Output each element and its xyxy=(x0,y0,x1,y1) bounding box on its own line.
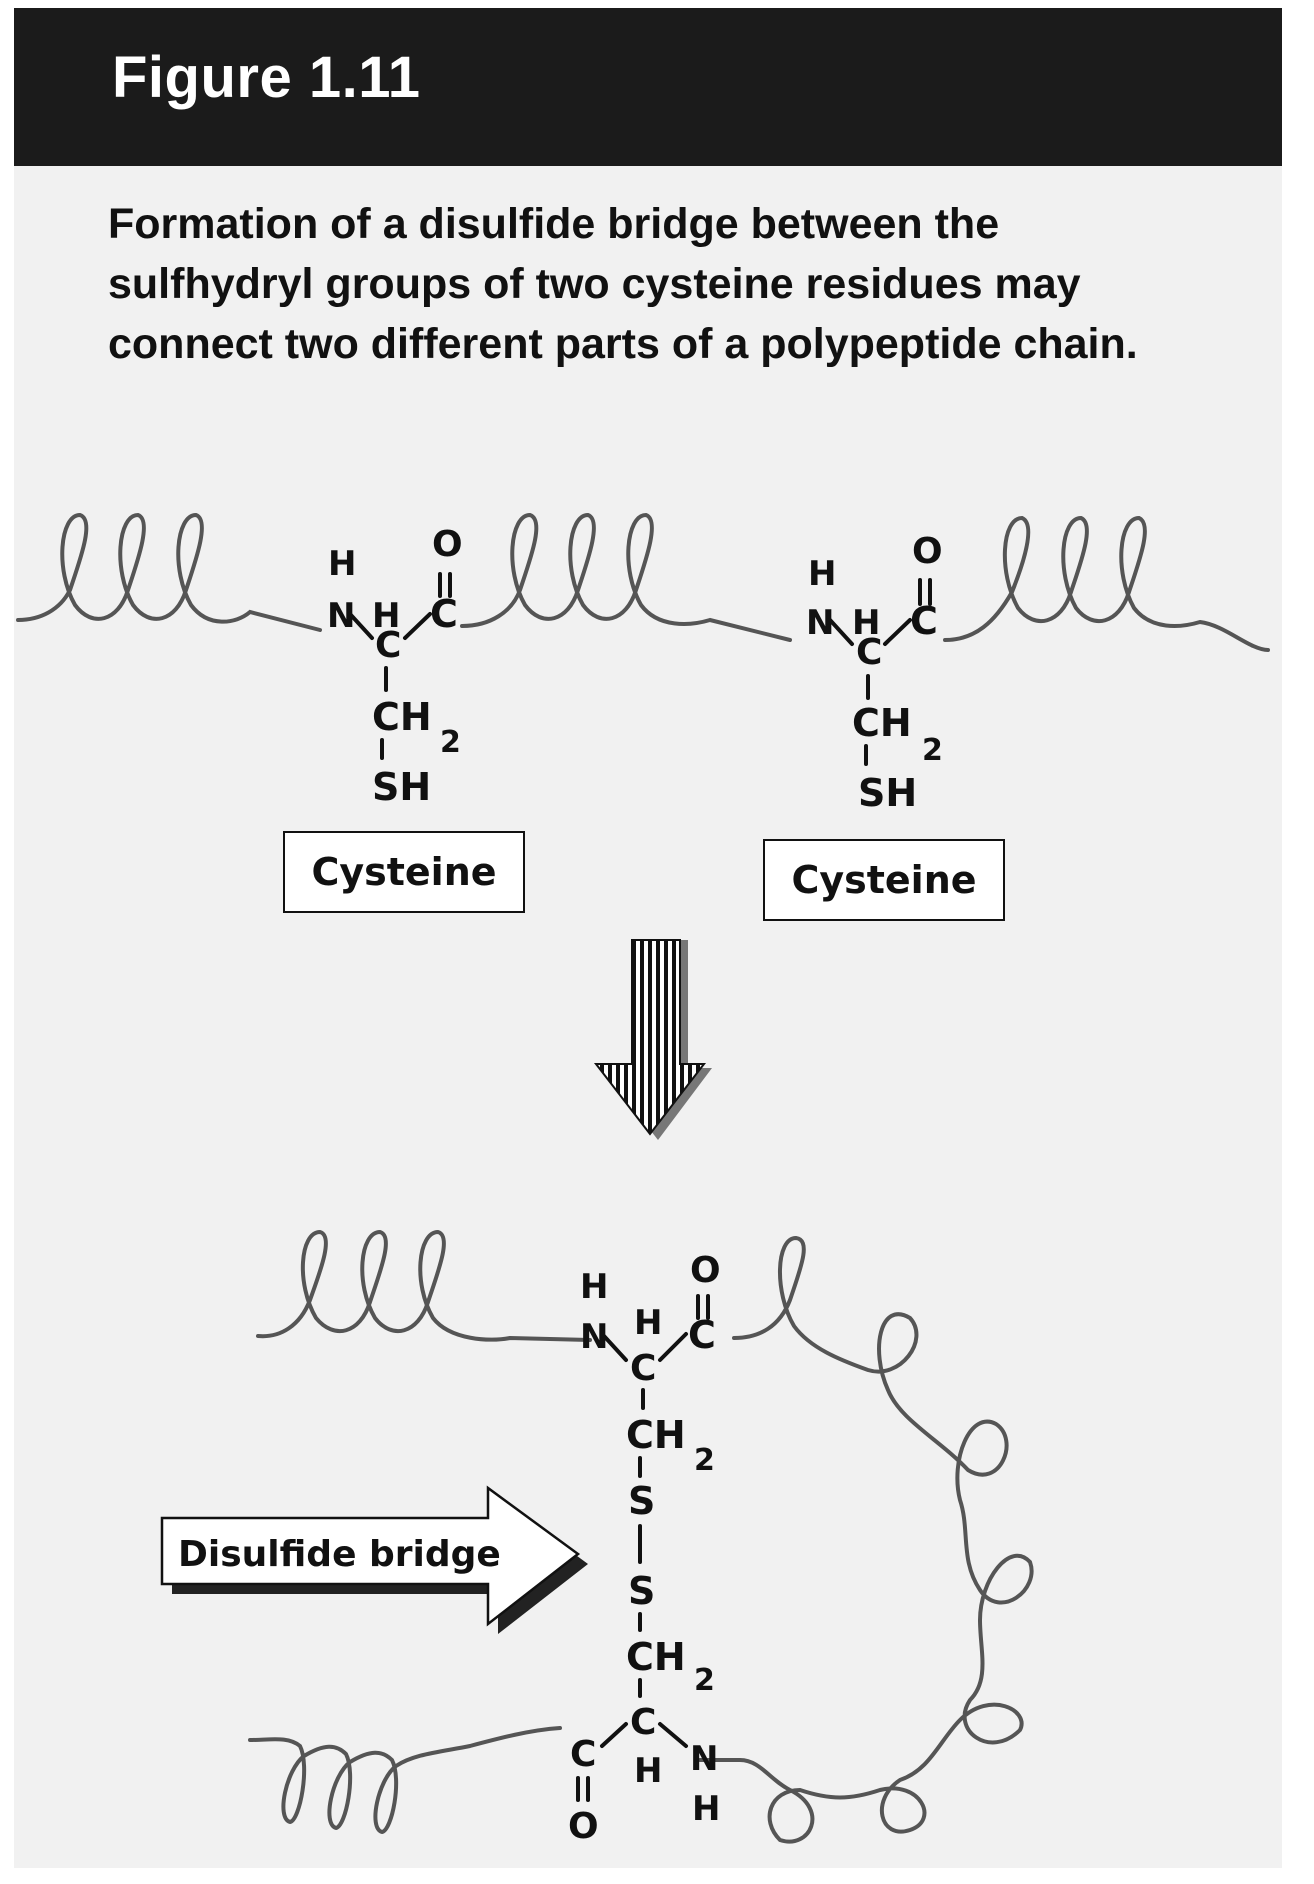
amide-h: H xyxy=(808,554,836,594)
amide-h: H xyxy=(328,544,356,584)
coil-segment-bottom-loop xyxy=(698,1235,1034,1844)
top-carbonyl-c: C xyxy=(688,1313,716,1357)
lower-sulfur: S xyxy=(628,1569,655,1613)
ch2-group: CH xyxy=(372,695,432,739)
cysteine-left-structure: H N H C O C CH 2 SH xyxy=(327,524,463,809)
bottom-carbonyl-c: C xyxy=(570,1734,596,1775)
upper-subscript-2: 2 xyxy=(694,1443,715,1478)
coil-segment-bottom-lower-left xyxy=(248,1726,562,1835)
top-alpha-c: C xyxy=(630,1348,656,1389)
caption-line: sulfhydryl groups of two cysteine residu… xyxy=(108,260,1081,308)
bridged-cystine-structure: H N H C O C CH 2 S S CH 2 C C O H N H xyxy=(568,1250,721,1847)
reaction-down-arrow xyxy=(593,939,712,1140)
ch2-group: CH xyxy=(852,701,912,745)
coil-segment-bottom-upper-left xyxy=(256,1229,592,1342)
cysteine-right-structure: H N H C O C CH 2 SH xyxy=(806,531,943,815)
bottom-carbonyl-o: O xyxy=(568,1806,599,1847)
figure-title-bar xyxy=(14,8,1282,166)
alpha-h: H xyxy=(852,603,880,643)
upper-sulfur: S xyxy=(628,1479,655,1523)
carbonyl-c: C xyxy=(910,599,938,643)
cysteine-left-label: Cysteine xyxy=(311,850,496,894)
top-carbonyl-o: O xyxy=(690,1250,721,1291)
disulfide-bridge-callout: Disulfide bridge xyxy=(160,1485,588,1634)
carbonyl-o: O xyxy=(912,531,943,572)
coil-segment-top-2 xyxy=(460,512,792,642)
sulfhydryl-group: SH xyxy=(858,771,917,815)
alpha-c: C xyxy=(856,632,882,673)
bottom-alpha-c: C xyxy=(630,1702,656,1743)
caption-line: connect two different parts of a polypep… xyxy=(108,320,1138,368)
coil-segment-top-1 xyxy=(16,512,322,632)
figure-title: Figure 1.11 xyxy=(112,45,421,110)
alpha-c: C xyxy=(375,625,401,666)
bottom-alpha-h: H xyxy=(634,1751,662,1791)
carbonyl-c: C xyxy=(430,592,458,636)
amide-n: N xyxy=(806,603,834,643)
bottom-amide-n: N xyxy=(690,1739,718,1779)
cysteine-right-label: Cysteine xyxy=(791,858,976,902)
lower-ch2: CH xyxy=(626,1635,686,1679)
bottom-amide-h: H xyxy=(692,1789,720,1829)
top-alpha-h: H xyxy=(634,1303,662,1343)
cysteine-right-label-box: Cysteine xyxy=(763,839,1005,921)
subscript-2: 2 xyxy=(440,725,461,760)
top-amide-h: H xyxy=(580,1267,608,1307)
alpha-h: H xyxy=(372,596,400,636)
coil-segment-top-3 xyxy=(943,515,1270,652)
caption-line: Formation of a disulfide bridge between … xyxy=(108,200,1000,248)
subscript-2: 2 xyxy=(922,733,943,768)
cysteine-left-label-box: Cysteine xyxy=(283,831,525,913)
upper-ch2: CH xyxy=(626,1413,686,1457)
figure-caption: Formation of a disulfide bridge between … xyxy=(108,194,1228,374)
disulfide-bridge-label: Disulfide bridge xyxy=(178,1534,501,1575)
carbonyl-o: O xyxy=(432,524,463,565)
sulfhydryl-group: SH xyxy=(372,765,431,809)
lower-subscript-2: 2 xyxy=(694,1663,715,1698)
